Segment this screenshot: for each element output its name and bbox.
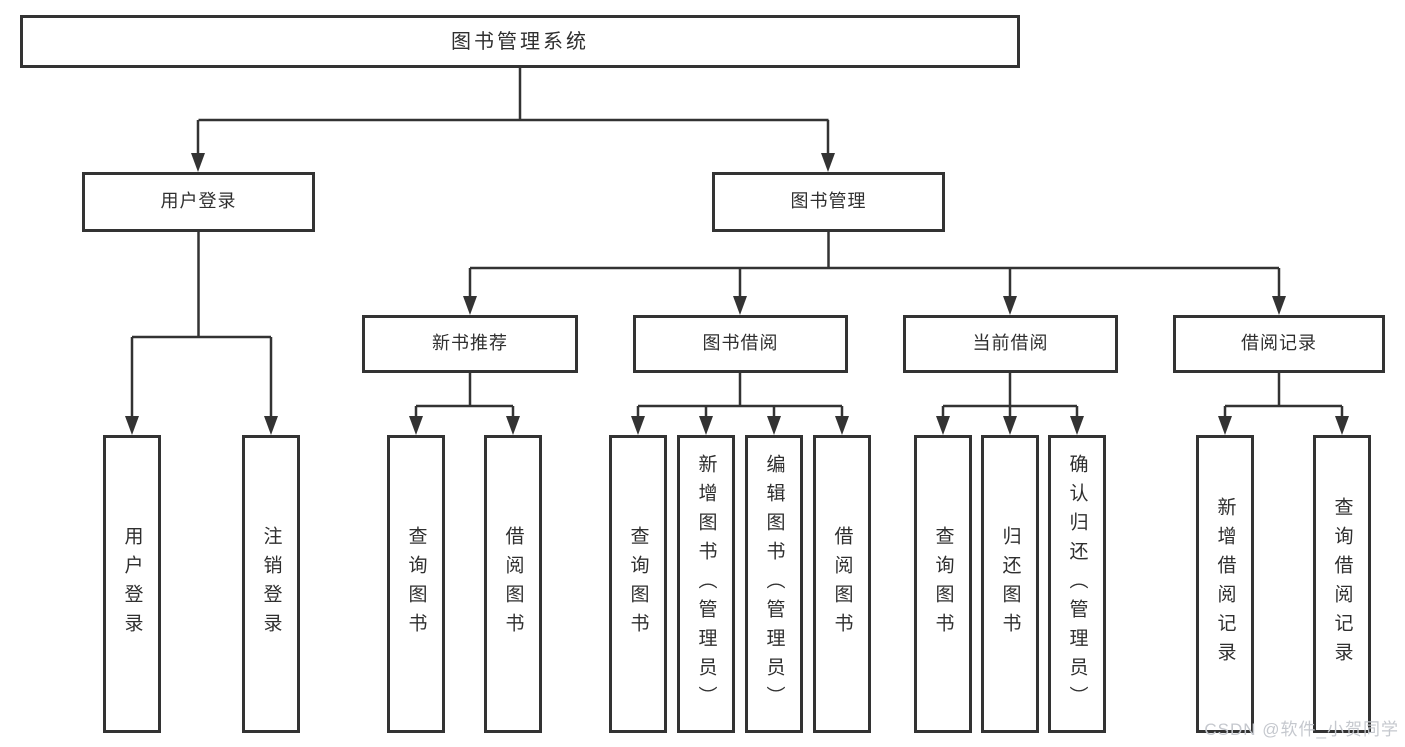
leaf-cb-query-books: 查询图书 xyxy=(914,435,972,733)
node-current-borrowing: 当前借阅 xyxy=(903,315,1118,373)
leaf-br-query-borrow-record: 查询借阅记录 xyxy=(1313,435,1371,733)
leaf-br-add-borrow-record: 新增借阅记录 xyxy=(1196,435,1254,733)
node-book-management: 图书管理 xyxy=(712,172,945,232)
node-borrowing-records: 借阅记录 xyxy=(1173,315,1385,373)
node-user-login: 用户登录 xyxy=(82,172,315,232)
node-new-book-recommend: 新书推荐 xyxy=(362,315,578,373)
leaf-bb-edit-books-admin: 编辑图书（管理员） xyxy=(745,435,803,733)
leaf-logout: 注销登录 xyxy=(242,435,300,733)
leaf-user-login: 用户登录 xyxy=(103,435,161,733)
csdn-watermark: CSDN @软件_小贺同学 xyxy=(1204,720,1399,739)
node-library-management-system: 图书管理系统 xyxy=(20,15,1020,68)
leaf-cb-confirm-return-admin: 确认归还（管理员） xyxy=(1048,435,1106,733)
leaf-bb-query-books: 查询图书 xyxy=(609,435,667,733)
leaf-nbr-query-books: 查询图书 xyxy=(387,435,445,733)
leaf-bb-add-books-admin: 新增图书（管理员） xyxy=(677,435,735,733)
leaf-cb-return-books: 归还图书 xyxy=(981,435,1039,733)
leaf-nbr-borrow-books: 借阅图书 xyxy=(484,435,542,733)
leaf-bb-borrow-books: 借阅图书 xyxy=(813,435,871,733)
node-book-borrowing: 图书借阅 xyxy=(633,315,848,373)
